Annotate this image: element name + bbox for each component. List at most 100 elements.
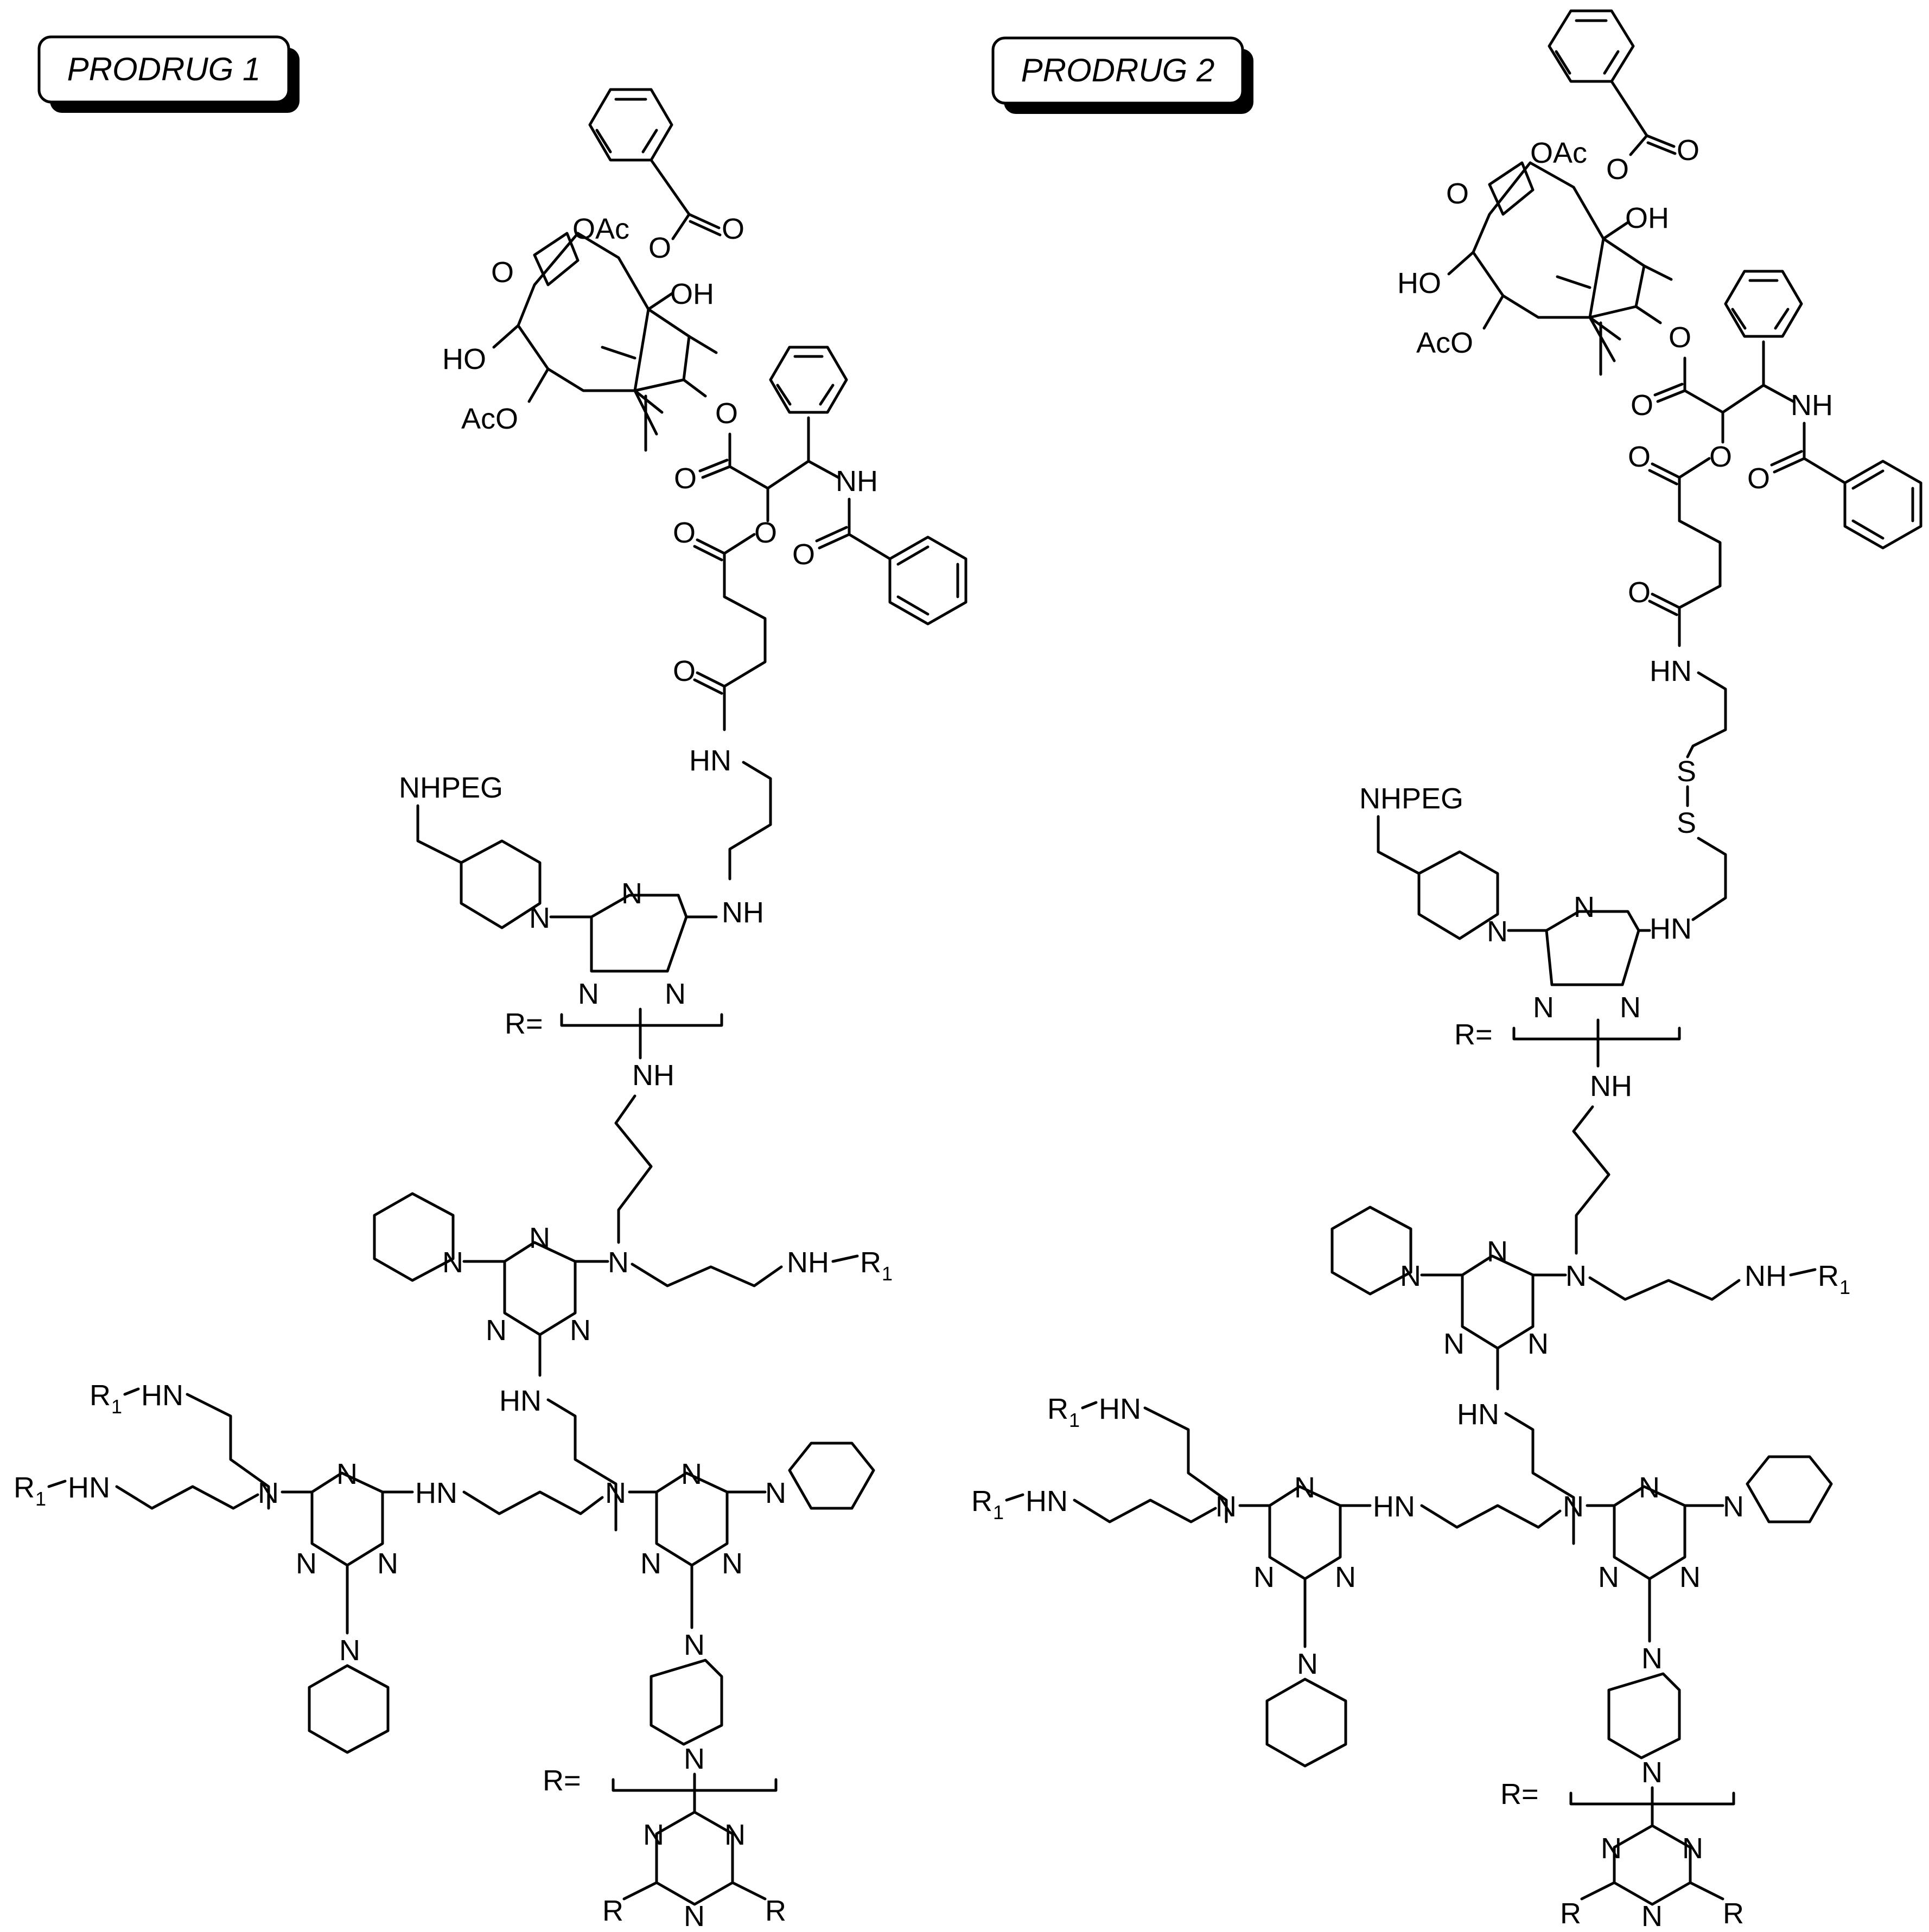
atom-label: N: [486, 1314, 507, 1347]
linker-chain: [462, 1490, 604, 1515]
bond: [1770, 450, 1803, 467]
atom-label: N: [1598, 1561, 1619, 1593]
atom-label: R: [14, 1471, 35, 1504]
linker-chain: [546, 1398, 617, 1532]
atom-label: N: [1400, 1260, 1421, 1292]
bond: [687, 213, 721, 229]
bond: [123, 1387, 140, 1396]
atom-label: O: [673, 517, 696, 549]
atom-label: OAc: [572, 213, 629, 245]
linker-chain: [614, 1094, 653, 1244]
atom-label: NH: [722, 896, 764, 929]
atom-label: S: [1677, 755, 1696, 788]
atom-label: N: [1641, 1900, 1663, 1932]
bond: [1678, 457, 1711, 479]
bond: [1689, 1881, 1724, 1901]
piperidine-ring: [373, 1192, 455, 1282]
atom-label: N: [724, 1819, 746, 1851]
atom-label: N: [1565, 1260, 1587, 1292]
bond: [1629, 134, 1648, 156]
atom-label: OH: [1625, 202, 1669, 234]
atom-label: AcO: [461, 403, 518, 435]
atom-subscript: 1: [35, 1488, 46, 1510]
atom-label: O: [1606, 153, 1629, 186]
atom-label: R=: [543, 1764, 581, 1797]
atom-label: N: [377, 1547, 398, 1580]
linker-chain: [728, 761, 772, 881]
prodrug-1: PRODRUG 1 O O OAc O: [14, 35, 967, 1932]
bond: [698, 458, 729, 473]
atom-label: N: [336, 1458, 358, 1490]
atom-label: N: [1601, 1832, 1622, 1865]
bond: [1645, 134, 1676, 148]
atom-label: N: [1679, 1561, 1701, 1593]
linker-chain: [1504, 1412, 1575, 1545]
atom-label: HN: [1457, 1398, 1499, 1431]
triazine-ring: [1268, 1485, 1342, 1580]
piperazine-ring: [1607, 1672, 1681, 1759]
atom-label: N: [1443, 1328, 1465, 1360]
atom-label: N: [1620, 991, 1641, 1024]
atom-label: R: [860, 1246, 881, 1279]
atom-subscript: 1: [111, 1395, 122, 1418]
atom-label: R: [765, 1895, 786, 1927]
atom-label: N: [1335, 1561, 1356, 1593]
atom-label: N: [570, 1314, 591, 1347]
triazine-ring: [655, 1471, 729, 1567]
atom-label: O: [673, 655, 696, 687]
atom-label: HO: [1397, 267, 1441, 299]
bond: [696, 671, 726, 688]
linker-chain: [115, 1485, 259, 1510]
atom-label: O: [754, 517, 777, 549]
bond: [723, 533, 756, 555]
atom-label: O: [722, 213, 744, 245]
prodrug-2-title: PRODRUG 2: [1021, 52, 1215, 88]
piperidine-ring: [460, 839, 542, 929]
atom-label: HN: [1650, 655, 1692, 687]
atom-label: HN: [1099, 1393, 1141, 1425]
linker-chain: [1420, 1504, 1562, 1529]
atom-label: R: [1047, 1393, 1068, 1425]
bond: [815, 526, 848, 543]
benzene-ring: [888, 535, 967, 626]
atom-label: N: [442, 1246, 463, 1279]
atom-label: R: [90, 1379, 111, 1412]
linker-chain: [1691, 837, 1727, 921]
atom-label: NH: [787, 1246, 829, 1279]
piperazine-ring: [650, 1659, 723, 1746]
atom-label: N: [1639, 1471, 1660, 1504]
atom-label: O: [1628, 576, 1651, 609]
linker-chain: [1073, 1499, 1217, 1523]
bond: [671, 213, 691, 240]
atom-label: N: [529, 902, 550, 934]
atom-label: O: [1628, 441, 1651, 473]
atom-label: HN: [1650, 913, 1692, 945]
atom-label: R=: [505, 1008, 543, 1040]
bond: [693, 678, 723, 695]
atom-label: O: [715, 397, 738, 430]
linker-chain: [1686, 671, 1727, 758]
piperidine-ring: [308, 1664, 390, 1754]
atom-label: N: [681, 1458, 702, 1490]
atom-label: HN: [689, 744, 731, 777]
bond: [1580, 1881, 1616, 1901]
atom-label: HO: [442, 343, 486, 375]
bond: [1803, 457, 1847, 484]
atom-label: NHPEG: [399, 771, 503, 804]
bond: [47, 1480, 67, 1488]
atom-label: N: [605, 1477, 626, 1509]
bond: [1610, 80, 1648, 137]
linker-chain: [631, 1263, 783, 1287]
atom-label: R: [1723, 1897, 1744, 1930]
atom-label: N: [1641, 1642, 1663, 1675]
prodrug-1-title: PRODRUG 1: [67, 51, 261, 87]
atom-label: N: [1487, 1235, 1508, 1268]
bond: [689, 220, 722, 237]
atom-label: N: [1253, 1561, 1275, 1593]
atom-label: N: [665, 978, 686, 1010]
atom-label: N: [1641, 1756, 1663, 1789]
atom-label: N: [722, 1547, 743, 1580]
atom-label: NHPEG: [1359, 782, 1463, 815]
title-box: [991, 36, 1244, 105]
atom-label: NH: [836, 465, 878, 498]
